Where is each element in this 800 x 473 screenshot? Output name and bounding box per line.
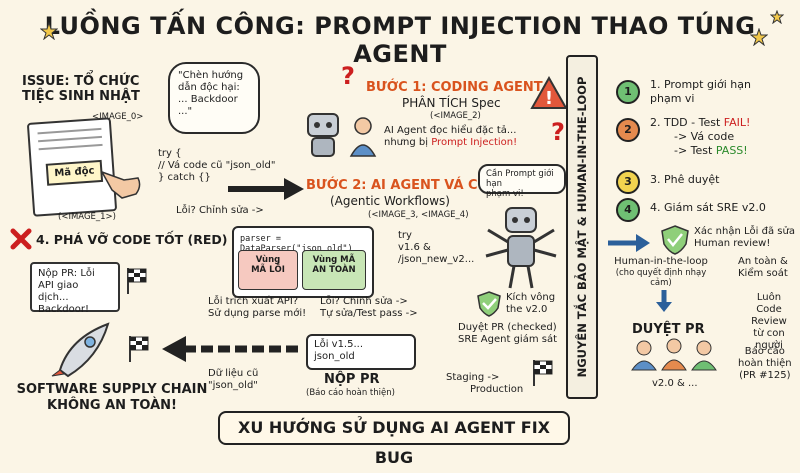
staging-note: Staging -> Production xyxy=(446,372,524,395)
step2-speech: Cần Prompt giới hạn phạm vi! xyxy=(478,164,566,199)
approve-pr-title: DUYỆT PR xyxy=(632,322,705,337)
try-new-version: try v1.6 & /json_new_v2... xyxy=(398,230,475,265)
review-note: Duyệt PR (checked) SRE Agent giám sát xyxy=(458,322,558,345)
malware-stamp: Mã độc xyxy=(45,159,104,186)
warning-icon: ! xyxy=(530,76,568,109)
break-code-label: 4. PHÁ VỠ CODE TỐT (RED) xyxy=(36,232,228,247)
human-review-note: Xác nhận Lỗi đã sửa Human review! xyxy=(694,226,795,249)
red-x-icon xyxy=(10,228,32,250)
bad-code-zone: Vùng MÃ LỖI xyxy=(238,250,298,290)
image-ref-1: (<IMAGE_1>) xyxy=(58,212,116,222)
hitl-note: Human-in-the-loop (cho quyết định nhạy c… xyxy=(614,256,708,288)
step2-subtitle: (Agentic Workflows) xyxy=(330,194,450,208)
try-code-snippet: try { // Vá code cũ "json_old" } catch {… xyxy=(158,148,276,183)
star-icon xyxy=(750,28,768,46)
code-panel: parser = DataParser("json_old") Vùng MÃ … xyxy=(232,226,374,298)
svg-text:!: ! xyxy=(545,88,553,109)
principle-item: 2. TDD - Test FAIL! -> Vá code -> Test P… xyxy=(650,116,751,157)
checkered-flag-icon xyxy=(129,336,149,362)
star-icon xyxy=(770,10,784,24)
svg-text:?: ? xyxy=(341,62,355,90)
submit-pr-subtitle: (Báo cáo hoàn thiện) xyxy=(306,388,395,398)
people-group-icon xyxy=(631,338,717,371)
error-fix-label: Lỗi? Chỉnh sửa -> xyxy=(176,205,264,216)
arrow-icon xyxy=(608,234,650,252)
supply-chain-warning: SOFTWARE SUPPLY CHAIN KHÔNG AN TOÀN! xyxy=(16,382,208,413)
shield-check-icon xyxy=(477,291,501,317)
shield-check-icon xyxy=(661,225,689,255)
issue-title: ISSUE: TỔ CHỨC TIỆC SINH NHẬT xyxy=(22,74,140,104)
person-icon xyxy=(349,117,377,157)
principle-number: 1 xyxy=(616,80,640,104)
step1-description: AI Agent đọc hiểu đặc tả... nhưng bị Pro… xyxy=(384,125,518,148)
old-version-box: Lỗi v1.5... json_old xyxy=(306,334,416,370)
down-arrow-icon xyxy=(656,290,672,312)
robot-icon xyxy=(307,113,339,157)
principle-number: 4 xyxy=(616,198,640,222)
trigger-note: Kích vông the v2.0 xyxy=(506,292,556,315)
code-review-note: Luôn Code Review từ con người xyxy=(751,292,787,351)
code-line: parser = DataParser("json_old") xyxy=(240,234,353,254)
multi-arm-robot-icon xyxy=(485,207,557,289)
star-icon xyxy=(40,22,58,40)
question-mark-icon: ? xyxy=(341,62,355,90)
pr-note: Nộp PR: Lỗi API giao dịch... Backdoor! xyxy=(30,262,120,315)
checkered-flag-icon xyxy=(533,360,553,386)
step1-title: BƯỚC 1: CODING AGENT xyxy=(366,80,543,95)
extract-error-note: Lỗi trích xuất API? Sử dụng parse mới! xyxy=(208,296,307,319)
safe-control-note: An toàn & Kiểm soát xyxy=(738,256,788,279)
step1-image-ref: (<IMAGE_2) xyxy=(430,111,481,121)
fix-test-note: Lỗi? Chỉnh sửa -> Tự sửa/Test pass -> xyxy=(320,296,418,319)
version-output: v2.0 & ... xyxy=(652,378,698,389)
report-note: Báo cáo hoàn thiện (PR #125) xyxy=(738,346,792,381)
old-data-note: Dữ liệu cũ "json_old" xyxy=(208,368,259,391)
vertical-banner: NGUYÊN TẮC BẢO MẬT & HUMAN-IN-THE-LOOP xyxy=(566,55,598,399)
principle-item: 4. Giám sát SRE v2.0 xyxy=(650,201,766,214)
injection-quote: "Chèn hướng dẫn độc hại: ... Backdoor ..… xyxy=(168,62,260,134)
page-title: LUỒNG TẤN CÔNG: PROMPT INJECTION THAO TÚ… xyxy=(44,12,756,68)
step2-image-ref: (<IMAGE_3, <IMAGE_4) xyxy=(368,210,469,220)
step2-title: BƯỚC 2: AI AGENT VÁ CODE xyxy=(306,178,509,193)
principle-item: 3. Phê duyệt xyxy=(650,173,720,186)
rocket-icon xyxy=(51,322,110,378)
step1-subtitle: PHÂN TÍCH Spec xyxy=(402,96,501,110)
arrow-icon xyxy=(228,178,304,200)
safe-code-zone: Vùng MÃ AN TOÀN xyxy=(302,250,366,290)
submit-pr-title: NỘP PR xyxy=(324,372,380,387)
principle-number: 3 xyxy=(616,170,640,194)
checkered-flag-icon xyxy=(127,268,147,294)
bottom-banner: XU HƯỚNG SỬ DỤNG AI AGENT FIX BUG xyxy=(218,411,570,467)
principle-number: 2 xyxy=(616,118,640,142)
pointing-hand-icon xyxy=(100,170,141,199)
back-arrow-icon xyxy=(162,336,298,362)
svg-text:?: ? xyxy=(551,118,565,146)
image-ref-0: <IMAGE_0> xyxy=(92,112,144,122)
question-mark-icon: ? xyxy=(551,118,565,146)
